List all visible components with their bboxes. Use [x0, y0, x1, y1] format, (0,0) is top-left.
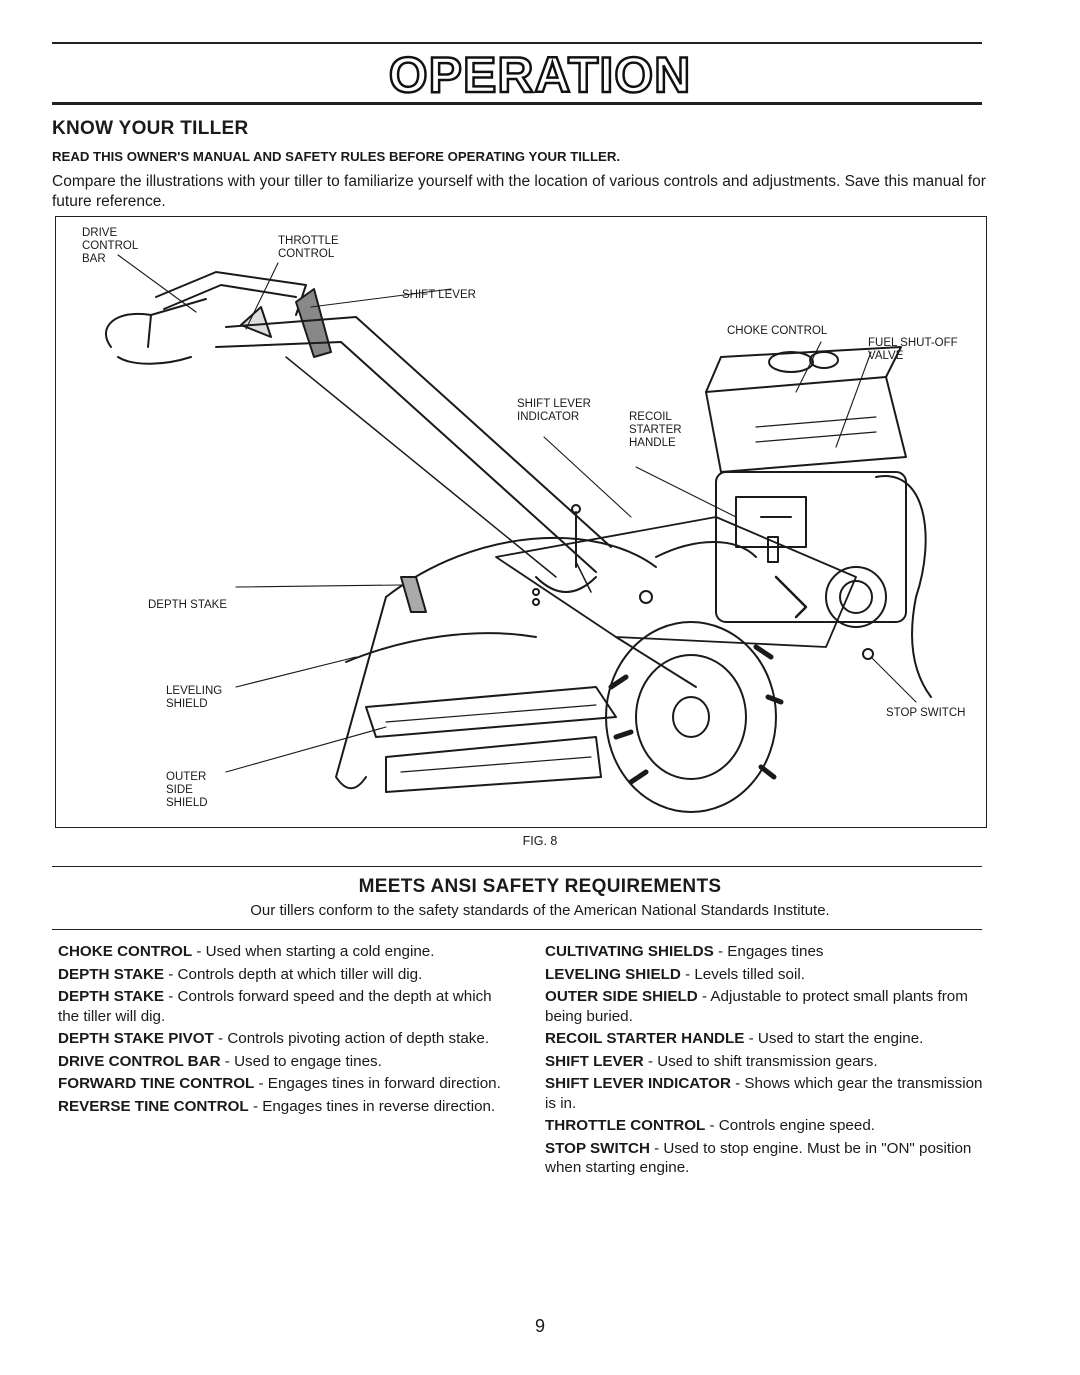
title-underline [52, 102, 982, 105]
definition-item: CHOKE CONTROL - Used when starting a col… [58, 943, 435, 960]
engine-block [715, 471, 907, 623]
label-throttle-control: THROTTLE CONTROL [278, 235, 339, 260]
tiller-drawing [105, 254, 932, 813]
depth-stake-shape [400, 576, 427, 613]
leveling-shield-shape [365, 686, 617, 738]
fuel-cap [768, 351, 814, 373]
intro-paragraph: Compare the illustrations with your till… [52, 173, 986, 210]
definition-item: DEPTH STAKE PIVOT - Controls pivoting ac… [58, 1030, 490, 1047]
label-fuel-shutoff-valve: FUEL SHUT-OFF VALVE [868, 337, 958, 362]
shift-lever-shape [295, 288, 332, 358]
outer-side-shield-shape [385, 736, 602, 793]
definition-item: REVERSE TINE CONTROL - Engages tines in … [58, 1097, 496, 1115]
handle-tube-lower [215, 341, 597, 573]
definition-item: OUTER SIDE SHIELD - Adjustable to protec… [545, 988, 968, 1025]
definition-item: DEPTH STAKE - Controls depth at which ti… [58, 965, 423, 983]
definition-item: THROTTLE CONTROL - Controls engine speed… [545, 1117, 875, 1134]
chassis [495, 516, 857, 648]
label-outer-side-shield: OUTER SIDE SHIELD [166, 771, 208, 809]
tine-hood [385, 536, 657, 598]
definition-item: DEPTH STAKE - Controls forward speed and… [58, 988, 492, 1025]
section-subheading: READ THIS OWNER'S MANUAL AND SAFETY RULE… [52, 149, 621, 164]
handle-tube-upper [225, 316, 612, 548]
definition-item: STOP SWITCH - Used to stop engine. Must … [545, 1139, 972, 1177]
handlebar-grip [105, 298, 207, 348]
ansi-paragraph: Our tillers conform to the safety standa… [250, 902, 830, 919]
tiller-illustration: DRIVE CONTROL BAR THROTTLE CONTROL SHIFT… [55, 216, 987, 828]
wheel [605, 621, 777, 813]
label-choke-control: CHOKE CONTROL [727, 325, 828, 337]
definition-item: SHIFT LEVER INDICATOR - Shows which gear… [545, 1075, 983, 1112]
label-recoil-starter-handle: RECOIL STARTER HANDLE [629, 411, 682, 449]
section-heading-ansi: MEETS ANSI SAFETY REQUIREMENTS [358, 876, 722, 897]
recoil-starter [825, 566, 887, 628]
leader-lines [117, 254, 917, 773]
ansi-top-rule [52, 866, 982, 867]
ansi-bottom-rule [52, 929, 982, 930]
label-depth-stake: DEPTH STAKE [148, 599, 228, 611]
definition-item: LEVELING SHIELD - Levels tilled soil. [545, 965, 805, 983]
definition-item: DRIVE CONTROL BAR - Used to engage tines… [58, 1052, 382, 1070]
label-stop-switch: STOP SWITCH [886, 707, 966, 719]
section-heading-know-your-tiller: KNOW YOUR TILLER [52, 118, 249, 139]
page-number: 9 [534, 1316, 545, 1336]
label-drive-control-bar: DRIVE CONTROL BAR [82, 227, 139, 265]
definitions-left-column: CHOKE CONTROL - Used when starting a col… [58, 942, 508, 1119]
label-leveling-shield: LEVELING SHIELD [166, 685, 223, 710]
top-rule [52, 42, 982, 44]
definition-item: FORWARD TINE CONTROL - Engages tines in … [58, 1075, 501, 1092]
page-title: OPERATION [387, 47, 692, 103]
definition-item: CULTIVATING SHIELDS - Engages tines [545, 943, 824, 960]
definitions-right-column: CULTIVATING SHIELDS - Engages tines LEVE… [545, 942, 995, 1181]
drive-control-bar-shape [155, 271, 307, 316]
definition-item: SHIFT LEVER - Used to shift transmission… [545, 1052, 878, 1070]
fuel-tank [705, 376, 907, 473]
definition-item: RECOIL STARTER HANDLE - Used to start th… [545, 1030, 924, 1047]
label-shift-lever-indicator: SHIFT LEVER INDICATOR [517, 398, 591, 423]
label-shift-lever: SHIFT LEVER [402, 289, 476, 301]
figure-caption: FIG. 8 [522, 834, 558, 848]
